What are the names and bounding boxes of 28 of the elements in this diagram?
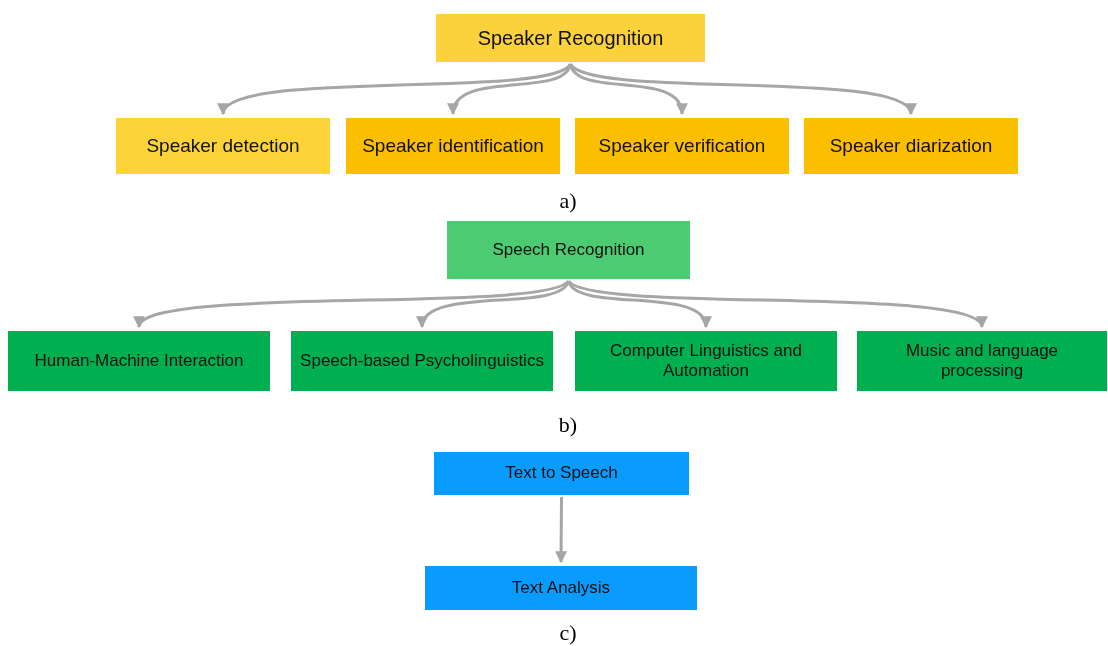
category-box [425,566,697,610]
category-box [857,331,1107,391]
category-box [804,118,1018,174]
category-box [346,118,560,174]
category-box [575,118,789,174]
category-box [447,221,690,279]
category-box [575,331,837,391]
panel-label: c) [559,620,577,646]
box-label: Text to Speech [504,463,619,484]
box-label: Speech Recognition [491,239,646,261]
panel-label: a) [559,188,577,214]
category-box [8,331,270,391]
category-box [436,14,705,62]
box-label: Speaker detection [145,134,301,158]
box-label: Speaker Recognition [476,26,665,50]
box-label: Speaker diarization [828,134,994,158]
category-box [116,118,330,174]
category-box [291,331,553,391]
box-label: Speaker verification [597,134,767,158]
box-label: Text Analysis [510,577,612,599]
box-label: Speech-based Psycholinguistics [299,350,545,372]
box-label: Music and language processing [904,340,1060,382]
arrow [555,497,568,564]
box-label: Computer Linguistics and Automation [609,340,803,382]
panel-label: b) [558,412,578,438]
category-box [434,452,689,495]
box-label: Human-Machine Interaction [33,350,245,372]
box-label: Speaker identification [361,134,545,158]
